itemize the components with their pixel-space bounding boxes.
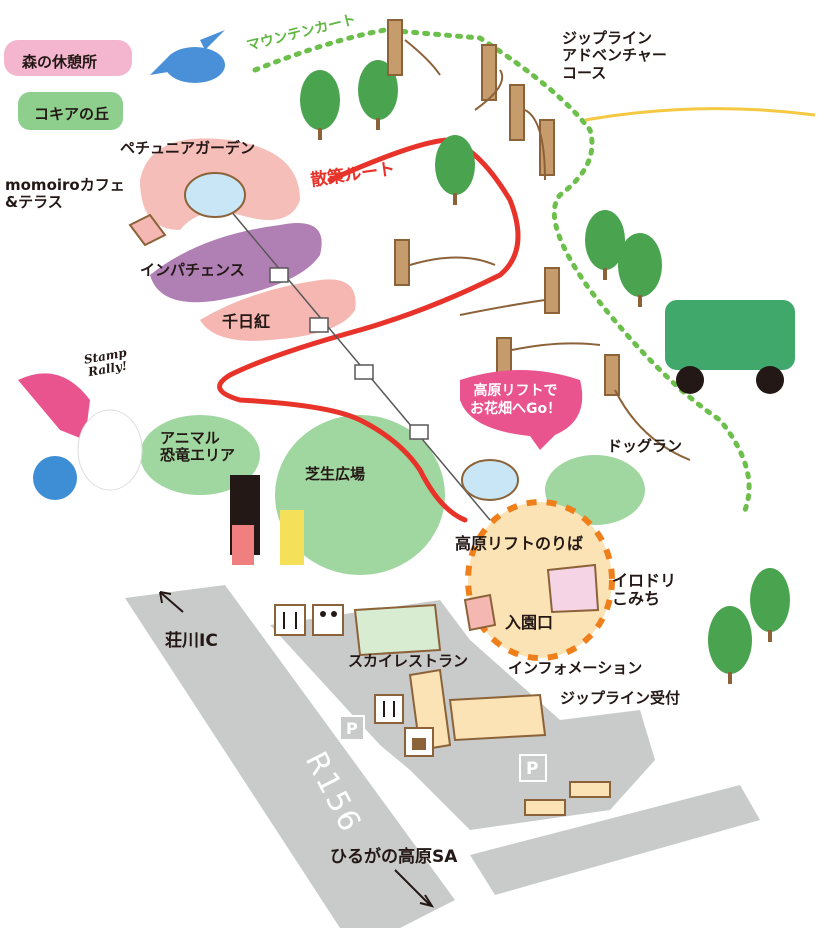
dinosaur-figures bbox=[18, 373, 143, 500]
shop-bag-icon bbox=[404, 727, 434, 757]
svg-text:P: P bbox=[526, 759, 538, 779]
lawn-plaza-label: 芝生広場 bbox=[305, 465, 366, 483]
irodori-label: イロドリ こみち bbox=[612, 571, 677, 609]
shokawa-ic-label: 荘川IC bbox=[165, 631, 218, 651]
mountain-cart-route bbox=[252, 27, 752, 513]
rest-area-legend: 森の休憩所 bbox=[22, 53, 98, 71]
hirugano-sa-label: ひるがの高原SA bbox=[330, 847, 458, 867]
arrow-icon bbox=[404, 39, 691, 461]
kokia-hill-legend: コキアの丘 bbox=[34, 105, 110, 123]
lift-chairs bbox=[269, 267, 429, 440]
zipline-course-label: ジップライン アドベンチャー コース bbox=[562, 29, 667, 82]
entrance-label: 入園口 bbox=[505, 613, 554, 632]
information-label: インフォメーション bbox=[508, 659, 643, 677]
roads bbox=[125, 585, 760, 928]
petunia-garden-label: ペチュニアガーデン bbox=[120, 139, 256, 157]
animal-dino-label: アニマル 恐竜エリア bbox=[160, 429, 236, 465]
zipline-posts bbox=[387, 19, 620, 396]
zipline-wire bbox=[584, 107, 816, 122]
people-figures bbox=[230, 475, 304, 565]
parking-icon: P bbox=[339, 715, 365, 741]
cart-vehicle bbox=[665, 300, 795, 394]
buildings bbox=[128, 172, 600, 752]
momoiro-cafe-label: momoiroカフェ &テラス bbox=[5, 176, 125, 212]
restaurant-icon bbox=[374, 694, 404, 724]
bird-icon bbox=[150, 30, 225, 83]
svg-text:P: P bbox=[346, 719, 358, 738]
restaurant-icon bbox=[274, 604, 306, 636]
sennichiko-label: 千日紅 bbox=[222, 312, 271, 331]
lift-bubble-shape bbox=[460, 370, 583, 450]
lift-bubble-text: 高原リフトで お花畑へGo！ bbox=[470, 383, 562, 418]
impatiens-label: インパチェンス bbox=[140, 261, 245, 279]
tree-icon bbox=[300, 60, 790, 684]
dog-run-label: ドッグラン bbox=[607, 437, 683, 455]
sky-restaurant-label: スカイレストラン bbox=[348, 652, 469, 670]
bench-icon bbox=[524, 781, 611, 816]
parking-icon: P bbox=[519, 754, 547, 782]
restroom-icon bbox=[312, 604, 344, 636]
zipline-desk-label: ジップライン受付 bbox=[560, 689, 681, 707]
lift-station-label: 高原リフトのりば bbox=[455, 534, 584, 553]
